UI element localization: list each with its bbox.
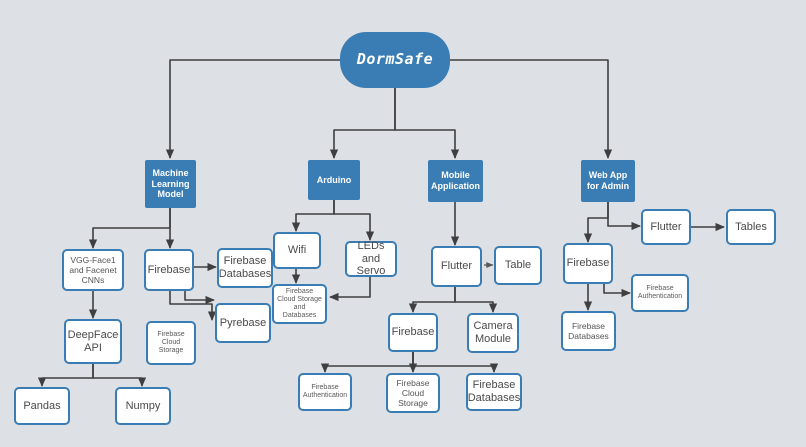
node-label: Mobile Application	[431, 170, 480, 191]
node-mobile-firebase[interactable]: Firebase	[388, 313, 438, 352]
node-label: LEDs and Servo	[356, 239, 386, 278]
node-label: Flutter	[650, 220, 682, 233]
node-firebase-databases-web[interactable]: Firebase Databases	[561, 311, 616, 351]
node-label: Firebase	[391, 326, 435, 339]
node-label: Machine Learning Model	[151, 168, 190, 200]
node-ml-firebase[interactable]: Firebase	[144, 249, 194, 291]
edge-arduino-wifi	[291, 200, 335, 232]
node-firebase-cloud-storage-mobile[interactable]: Firebase Cloud Storage	[386, 373, 440, 413]
node-vgg-facenet-cnns[interactable]: VGG-Face1 and Facenet CNNs	[62, 249, 124, 291]
edge-deepface-numpy	[92, 364, 147, 387]
node-label: Pandas	[23, 399, 61, 412]
node-label: Firebase Authentication	[637, 284, 683, 300]
node-web-flutter[interactable]: Flutter	[641, 209, 691, 245]
node-label: VGG-Face1 and Facenet CNNs	[69, 254, 117, 285]
node-arduino[interactable]: Arduino	[308, 160, 360, 200]
node-numpy[interactable]: Numpy	[115, 387, 171, 425]
node-label: Wifi	[287, 244, 307, 257]
edge-flutter-camera	[454, 287, 498, 313]
node-label: Firebase Cloud Storage	[396, 377, 430, 408]
node-label: Firebase Databases	[218, 255, 272, 280]
edge-ml-vgg	[88, 208, 171, 249]
node-firebase-cloud-storage-ml[interactable]: Firebase Cloud Storage	[146, 321, 196, 365]
node-mobile-application[interactable]: Mobile Application	[428, 160, 483, 202]
node-label: Firebase	[566, 257, 610, 270]
node-root-dormsafe[interactable]: DormSafe	[340, 32, 450, 88]
node-label: Camera Module	[473, 320, 513, 345]
edge-arduino-leds	[333, 200, 375, 241]
node-firebase-databases-ml[interactable]: Firebase Databases	[217, 248, 273, 288]
edge-web-flutter	[607, 200, 641, 231]
node-label: Tables	[735, 220, 767, 233]
node-web-tables[interactable]: Tables	[726, 209, 776, 245]
node-firebase-authentication-web[interactable]: Firebase Authentication	[631, 274, 689, 312]
edge-firebase-cloudstorage	[169, 290, 217, 321]
edge-mfirebase-dbs	[412, 352, 499, 373]
node-label: Arduino	[316, 174, 352, 185]
node-mobile-table[interactable]: Table	[494, 246, 542, 285]
edge-root-web	[450, 59, 613, 159]
node-web-firebase[interactable]: Firebase	[563, 243, 613, 284]
node-deepface-api[interactable]: DeepFace API	[64, 319, 122, 364]
edge-root-ml	[165, 59, 340, 159]
node-machine-learning-model[interactable]: Machine Learning Model	[145, 160, 196, 208]
node-web-app-for-admin[interactable]: Web App for Admin	[581, 160, 635, 202]
node-pyrebase[interactable]: Pyrebase	[215, 303, 271, 343]
edge-root-arduino	[329, 88, 396, 159]
node-firebase-databases-mobile[interactable]: Firebase Databases	[466, 373, 522, 411]
node-label: Numpy	[125, 399, 161, 412]
node-mobile-flutter[interactable]: Flutter	[431, 246, 482, 287]
edge-flutter-firebase	[408, 287, 456, 313]
node-wifi[interactable]: Wifi	[273, 232, 321, 269]
node-label: Firebase	[147, 263, 191, 276]
node-label: DeepFace API	[67, 328, 119, 354]
node-label: Firebase Databases	[467, 379, 521, 404]
node-label: Web App for Admin	[586, 170, 630, 191]
node-camera-module[interactable]: Camera Module	[467, 313, 519, 353]
node-label: Flutter	[440, 260, 473, 273]
edge-web-firebase	[583, 200, 609, 243]
node-label: Firebase Databases	[568, 320, 609, 341]
node-label: Firebase Cloud Storage and Databases	[277, 287, 322, 320]
edge-leds-fcsd	[329, 276, 371, 302]
node-label: Firebase Cloud Storage	[157, 330, 185, 355]
node-label: Pyrebase	[219, 316, 267, 329]
edge-root-mobile	[394, 88, 460, 159]
node-pandas[interactable]: Pandas	[14, 387, 70, 425]
node-firebase-authentication-mobile[interactable]: Firebase Authentication	[298, 373, 352, 411]
node-leds-and-servo[interactable]: LEDs and Servo	[345, 239, 397, 278]
node-firebase-cloud-storage-and-databases[interactable]: Firebase Cloud Storage and Databases	[272, 284, 327, 324]
node-label: DormSafe	[356, 50, 434, 69]
node-label: Table	[504, 259, 532, 272]
edge-mfirebase-auth	[320, 352, 414, 373]
edge-deepface-pandas	[37, 364, 94, 387]
node-label: Firebase Authentication	[302, 383, 348, 399]
